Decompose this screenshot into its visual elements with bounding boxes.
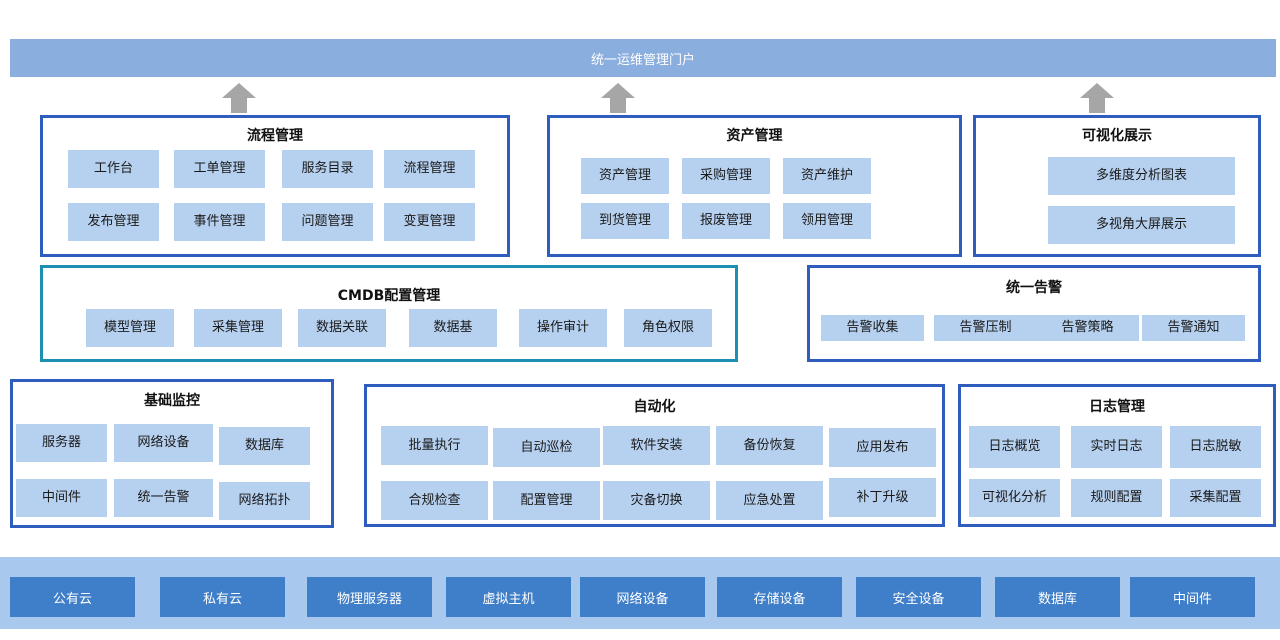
infra-item[interactable]: 安全设备 <box>856 577 981 617</box>
module-item[interactable]: 工作台 <box>68 150 159 188</box>
module-title: 日志管理 <box>1089 399 1145 415</box>
module-asset: 资产管理 资产管理 采购管理 资产维护 到货管理 报废管理 领用管理 <box>547 115 962 257</box>
module-title: 自动化 <box>633 399 676 415</box>
module-item[interactable]: 网络拓扑 <box>219 482 310 520</box>
module-item[interactable]: 统一告警 <box>114 479 213 517</box>
module-item[interactable]: 采集配置 <box>1170 479 1261 517</box>
module-item[interactable]: 告警通知 <box>1142 315 1245 341</box>
up-arrow-icon <box>222 83 256 113</box>
module-title: 资产管理 <box>726 128 783 144</box>
module-item[interactable]: 变更管理 <box>384 203 475 241</box>
module-item[interactable]: 服务目录 <box>282 150 373 188</box>
module-item[interactable]: 批量执行 <box>381 426 488 465</box>
module-item[interactable]: 工单管理 <box>174 150 265 188</box>
module-item[interactable]: 日志概览 <box>969 426 1060 468</box>
module-item[interactable]: 应急处置 <box>716 481 823 520</box>
infra-item[interactable]: 中间件 <box>1130 577 1255 617</box>
module-item[interactable]: 灾备切换 <box>603 481 710 520</box>
infra-item[interactable]: 网络设备 <box>580 577 705 617</box>
module-item[interactable]: 领用管理 <box>783 203 871 239</box>
module-item[interactable]: 流程管理 <box>384 150 475 188</box>
infra-item[interactable]: 私有云 <box>160 577 285 617</box>
infra-item[interactable]: 公有云 <box>10 577 135 617</box>
module-item[interactable]: 中间件 <box>16 479 107 517</box>
module-item[interactable]: 多视角大屏展示 <box>1048 206 1235 244</box>
module-item[interactable]: 采购管理 <box>682 158 770 194</box>
module-title: 基础监控 <box>144 393 200 409</box>
module-item[interactable]: 事件管理 <box>174 203 265 241</box>
module-item[interactable]: 应用发布 <box>829 428 936 467</box>
module-item[interactable]: 日志脱敏 <box>1170 426 1261 468</box>
infra-item[interactable]: 虚拟主机 <box>446 577 571 617</box>
module-item[interactable]: 角色权限 <box>624 309 712 347</box>
module-item[interactable]: 网络设备 <box>114 424 213 462</box>
module-item[interactable]: 告警策略 <box>1036 315 1139 341</box>
module-viz: 可视化展示 多维度分析图表 多视角大屏展示 <box>973 115 1261 257</box>
module-item[interactable]: 服务器 <box>16 424 107 462</box>
module-item[interactable]: 数据关联 <box>298 309 386 347</box>
module-automation: 自动化 批量执行 自动巡检 软件安装 备份恢复 应用发布 合规检查 配置管理 灾… <box>364 384 945 527</box>
module-item[interactable]: 操作审计 <box>519 309 607 347</box>
module-alert: 统一告警 告警收集 告警压制 告警策略 告警通知 <box>807 265 1261 362</box>
portal-label: 统一运维管理门户 <box>590 52 695 68</box>
module-item[interactable]: 资产维护 <box>783 158 871 194</box>
module-cmdb: CMDB配置管理 模型管理 采集管理 数据关联 数据基 操作审计 角色权限 <box>40 265 738 362</box>
module-item[interactable]: 发布管理 <box>68 203 159 241</box>
module-item[interactable]: 可视化分析 <box>969 479 1060 517</box>
module-item[interactable]: 告警压制 <box>934 315 1037 341</box>
module-item[interactable]: 补丁升级 <box>829 478 936 517</box>
module-title: 流程管理 <box>247 128 303 144</box>
module-item[interactable]: 软件安装 <box>603 426 710 465</box>
module-item[interactable]: 到货管理 <box>581 203 669 239</box>
module-item[interactable]: 自动巡检 <box>493 428 600 467</box>
infra-item[interactable]: 存储设备 <box>717 577 842 617</box>
module-log: 日志管理 日志概览 实时日志 日志脱敏 可视化分析 规则配置 采集配置 <box>958 384 1276 527</box>
module-item[interactable]: 资产管理 <box>581 158 669 194</box>
module-item[interactable]: 实时日志 <box>1071 426 1162 468</box>
module-item[interactable]: 报废管理 <box>682 203 770 239</box>
module-process: 流程管理 工作台 工单管理 服务目录 流程管理 发布管理 事件管理 问题管理 变… <box>40 115 510 257</box>
module-monitor: 基础监控 服务器 网络设备 数据库 中间件 统一告警 网络拓扑 <box>10 379 334 528</box>
module-item[interactable]: 合规检查 <box>381 481 488 520</box>
up-arrow-icon <box>1080 83 1114 113</box>
module-title: CMDB配置管理 <box>337 288 441 304</box>
infra-item[interactable]: 物理服务器 <box>307 577 432 617</box>
portal-bar: 统一运维管理门户 <box>10 39 1276 77</box>
module-item[interactable]: 模型管理 <box>86 309 174 347</box>
module-item[interactable]: 配置管理 <box>493 481 600 520</box>
module-item[interactable]: 数据库 <box>219 427 310 465</box>
module-item[interactable]: 备份恢复 <box>716 426 823 465</box>
infra-item[interactable]: 数据库 <box>995 577 1120 617</box>
module-item[interactable]: 告警收集 <box>821 315 924 341</box>
module-item[interactable]: 问题管理 <box>282 203 373 241</box>
module-item[interactable]: 多维度分析图表 <box>1048 157 1235 195</box>
module-title: 统一告警 <box>1006 280 1062 296</box>
module-item[interactable]: 采集管理 <box>194 309 282 347</box>
up-arrow-icon <box>601 83 635 113</box>
module-item[interactable]: 规则配置 <box>1071 479 1162 517</box>
infrastructure-band: 公有云 私有云 物理服务器 虚拟主机 网络设备 存储设备 安全设备 数据库 中间… <box>0 557 1280 629</box>
module-title: 可视化展示 <box>1082 128 1152 144</box>
module-item[interactable]: 数据基 <box>409 309 497 347</box>
